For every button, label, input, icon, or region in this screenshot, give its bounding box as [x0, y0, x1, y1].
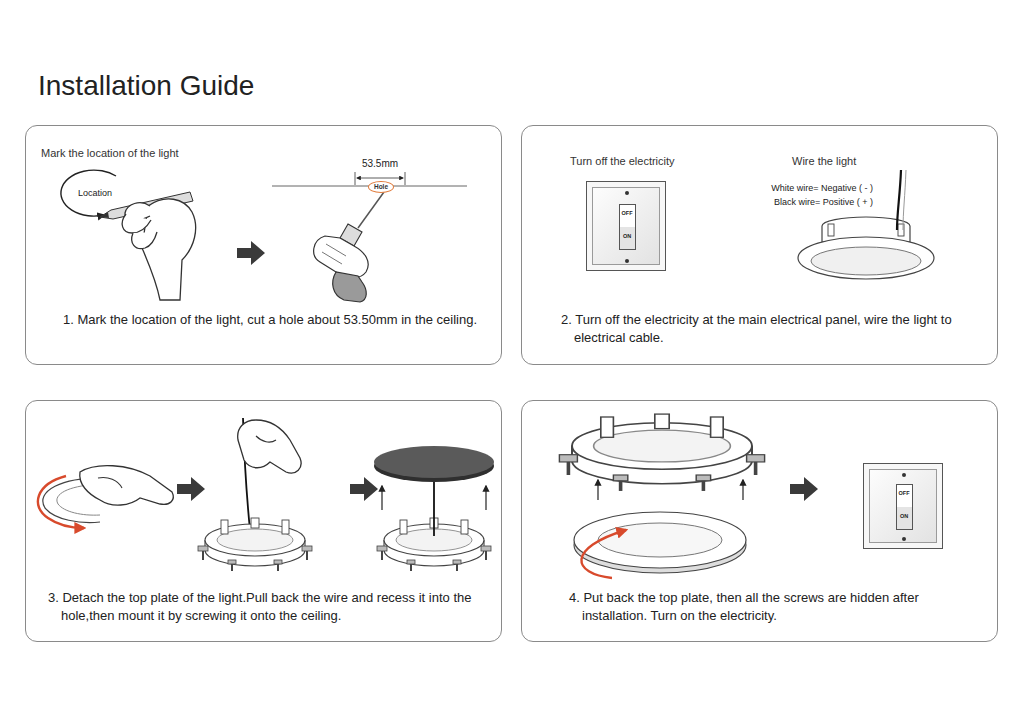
lift-arrow [485, 486, 486, 510]
switch-label: ON [896, 513, 913, 520]
step-caption: 3. Detach the top plate of the light.Pul… [48, 589, 473, 625]
hole-label: Hole [374, 183, 388, 191]
lift-arrow [742, 480, 743, 500]
step-caption: 4. Put back the top plate, then all the … [569, 589, 984, 625]
rotate-arrow [581, 530, 626, 578]
step-panel: Mark the location of the light 1. Mark th… [25, 125, 502, 365]
rotate-arrow [38, 476, 84, 528]
hole-marker: Hole [368, 181, 394, 193]
step-caption: 2. Turn off the electricity at the main … [561, 311, 986, 347]
top-plate-inner [598, 523, 722, 557]
switch-screw [902, 473, 906, 477]
pencil-tip [100, 212, 109, 218]
top-plate [374, 446, 494, 478]
white-wire [903, 170, 906, 230]
lift-arrow [381, 486, 382, 510]
light-switch: OFF ON [863, 463, 943, 549]
spring-clip [828, 224, 834, 236]
step-arrow [237, 241, 265, 265]
step-arrow [790, 477, 818, 501]
switch-screw [625, 191, 629, 195]
switch-screw [902, 537, 906, 541]
dimension-tick [405, 172, 406, 185]
dimension-tick [355, 172, 356, 185]
lift-arrow [597, 480, 598, 500]
drill-handle [333, 272, 367, 302]
location-arrow [61, 170, 116, 216]
callout-label: Location [78, 188, 112, 199]
wire-label: Black wire= Positive ( + ) [774, 197, 873, 208]
step-arrow [177, 477, 205, 501]
switch-label: OFF [619, 210, 636, 217]
finger [98, 477, 122, 488]
hand [238, 420, 301, 473]
fixture-trim [798, 237, 934, 279]
hand [142, 199, 196, 300]
finger [256, 436, 276, 442]
black-wire [897, 170, 901, 230]
drill-detail [326, 244, 346, 256]
switch-label: ON [619, 233, 636, 240]
step-arrow [350, 477, 378, 501]
page-title: Installation Guide [38, 70, 254, 102]
finger [132, 232, 157, 249]
step-caption: 1. Mark the location of the light, cut a… [63, 311, 488, 329]
step-heading: Turn off the electricity [570, 155, 675, 168]
switch-label: OFF [896, 490, 913, 497]
finger [122, 214, 151, 233]
step-heading: Mark the location of the light [41, 147, 179, 160]
light-switch: OFF ON [586, 181, 666, 271]
dimension-label: 53.5mm [362, 158, 398, 170]
step-heading: Wire the light [792, 155, 856, 168]
step-panel: Turn off the electricity Wire the light 2.… [521, 125, 998, 365]
drill-bit [358, 192, 384, 228]
switch-screw [625, 259, 629, 263]
step-panel: 3. Detach the top plate of the light.Pul… [25, 400, 502, 642]
mounting-plate [198, 518, 312, 571]
dimension-line [357, 178, 403, 179]
drill-detail [322, 252, 342, 264]
step-panel: 4. Put back the top plate, then all the … [521, 400, 998, 642]
wire-label: White wire= Negative ( - ) [771, 183, 873, 194]
drill-body [314, 236, 369, 277]
fixture-diffuser [811, 247, 921, 275]
mounting-plate [559, 414, 764, 491]
hand [80, 466, 174, 505]
